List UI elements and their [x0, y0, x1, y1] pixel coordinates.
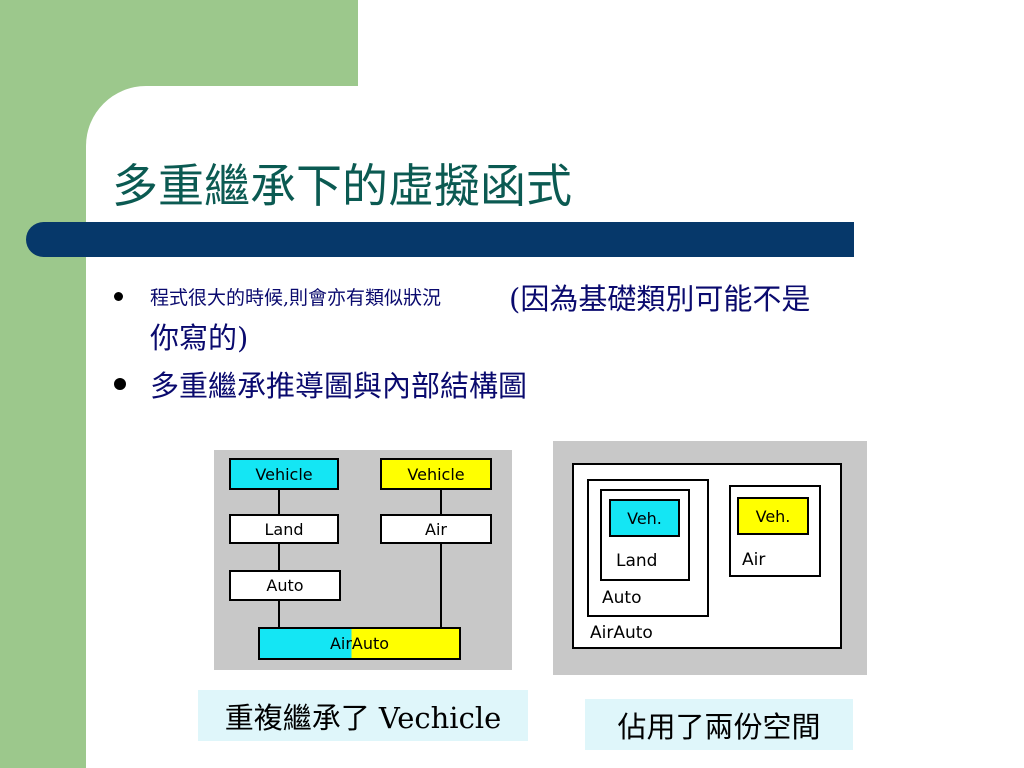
vehicle-box-right: Vehicle [380, 458, 492, 490]
memory-layout-diagram: Veh. Veh. Land Air Auto AirAuto [553, 441, 867, 675]
veh-box-right: Veh. [737, 497, 809, 535]
auto-box: Auto [229, 570, 341, 601]
vehicle-box-left: Vehicle [229, 458, 339, 490]
connector-line [440, 490, 442, 516]
connector-line [278, 544, 280, 571]
slide-title: 多重繼承下的虛擬函式 [112, 159, 572, 213]
title-underline-bar [26, 222, 854, 257]
airauto-label: AirAuto [590, 623, 653, 643]
caption-right: 佔用了兩份空間 [585, 699, 853, 750]
caption-left: 重複繼承了 Vechicle [198, 690, 528, 741]
connector-line [278, 601, 280, 628]
bullet-1-large-text: (因為基礎類別可能不是 [509, 282, 811, 316]
land-box: Land [229, 514, 339, 544]
bullet-1-line-2: 你寫的) [150, 321, 249, 355]
inheritance-diagram: Vehicle Vehicle Land Air Auto AirAuto [214, 450, 512, 670]
bullet-icon [114, 292, 123, 301]
connector-line [440, 544, 442, 628]
land-label: Land [616, 551, 658, 571]
bullet-icon [114, 378, 126, 390]
air-box: Air [380, 514, 492, 544]
bullet-1-small-text: 程式很大的時候,則會亦有類似狀況 [150, 287, 442, 309]
bullet-2-text: 多重繼承推導圖與內部結構圖 [150, 369, 528, 403]
air-label: Air [742, 550, 766, 570]
airauto-box: AirAuto [258, 627, 461, 660]
veh-box-left: Veh. [609, 499, 680, 537]
connector-line [278, 490, 280, 516]
auto-label: Auto [602, 588, 642, 608]
